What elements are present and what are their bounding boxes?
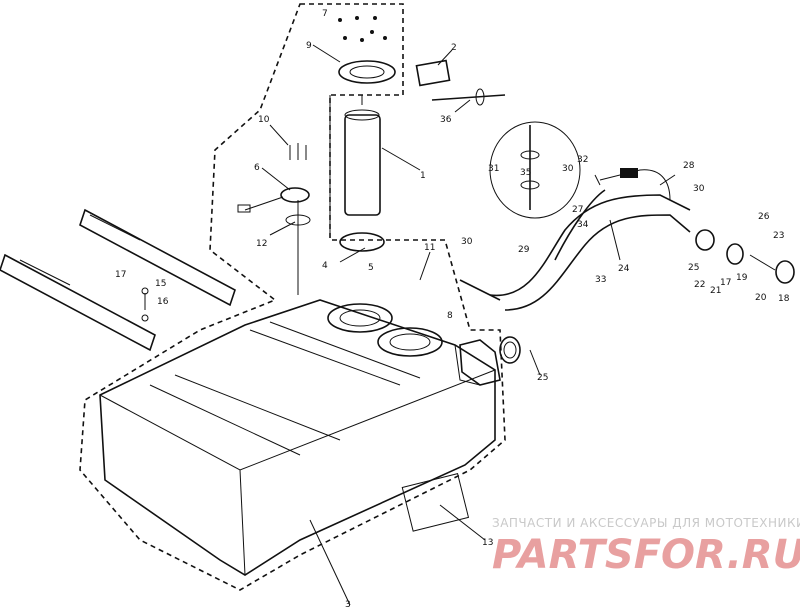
callout-17b: 17 [720,278,731,288]
callout-19: 19 [736,273,748,283]
callout-10: 10 [258,115,270,125]
callout-30b: 30 [693,184,705,194]
tank-label-plate [401,473,470,532]
callout-27: 27 [572,205,583,215]
callout-20: 20 [755,293,767,303]
callout-15: 15 [155,279,166,289]
tank-assembly-boundary [79,3,506,591]
callout-30a: 30 [461,237,473,247]
callout-28: 28 [683,161,695,171]
callout-5: 5 [368,263,374,273]
pump-gasket [339,232,385,252]
tank-frame-rails [0,208,236,352]
callout-2: 2 [451,43,457,53]
callout-25b: 25 [537,373,548,383]
callout-31: 31 [488,164,499,174]
callout-4: 4 [322,261,328,271]
callout-23: 23 [773,231,784,241]
callout-24: 24 [618,264,630,274]
callout-3: 3 [345,600,351,609]
fuel-pump [329,95,381,235]
callout-7: 7 [322,9,328,19]
callout-18: 18 [778,294,790,304]
fuel-tank [99,299,496,576]
callout-12: 12 [256,239,267,249]
hose-detail-inset [489,121,581,219]
watermark-tagline: ЗАПЧАСТИ И АКСЕССУАРЫ ДЛЯ МОТОТЕХНИКИ [492,516,800,530]
fuel-level-sender [237,143,311,295]
callout-33: 33 [595,275,606,285]
callout-8: 8 [447,311,453,321]
callout-13: 13 [482,538,493,548]
callout-9: 9 [306,41,312,51]
rail-bolts [141,287,149,322]
callout-34: 34 [577,220,589,230]
fuel-connector [415,59,506,106]
callout-35: 35 [520,168,531,178]
callout-36: 36 [440,115,452,125]
callout-29: 29 [518,245,530,255]
callout-26: 26 [758,212,770,222]
callout-21: 21 [710,286,721,296]
leader-lines [261,44,676,606]
callout-11: 11 [424,243,435,253]
callout-25a: 25 [688,263,699,273]
bolt-set [338,16,387,42]
callout-32: 32 [577,155,588,165]
tank-pump-flange [327,303,443,357]
tank-filler-neck [459,336,521,386]
watermark-brand: PARTSFOR.RU [492,532,800,578]
callout-30c: 30 [562,164,574,174]
callout-22: 22 [694,280,705,290]
callout-1: 1 [420,171,426,181]
retaining-ring [338,60,396,84]
callout-17: 17 [115,270,126,280]
filler-tube-assembly [459,168,795,311]
callout-16: 16 [157,297,169,307]
callout-6: 6 [254,163,260,173]
